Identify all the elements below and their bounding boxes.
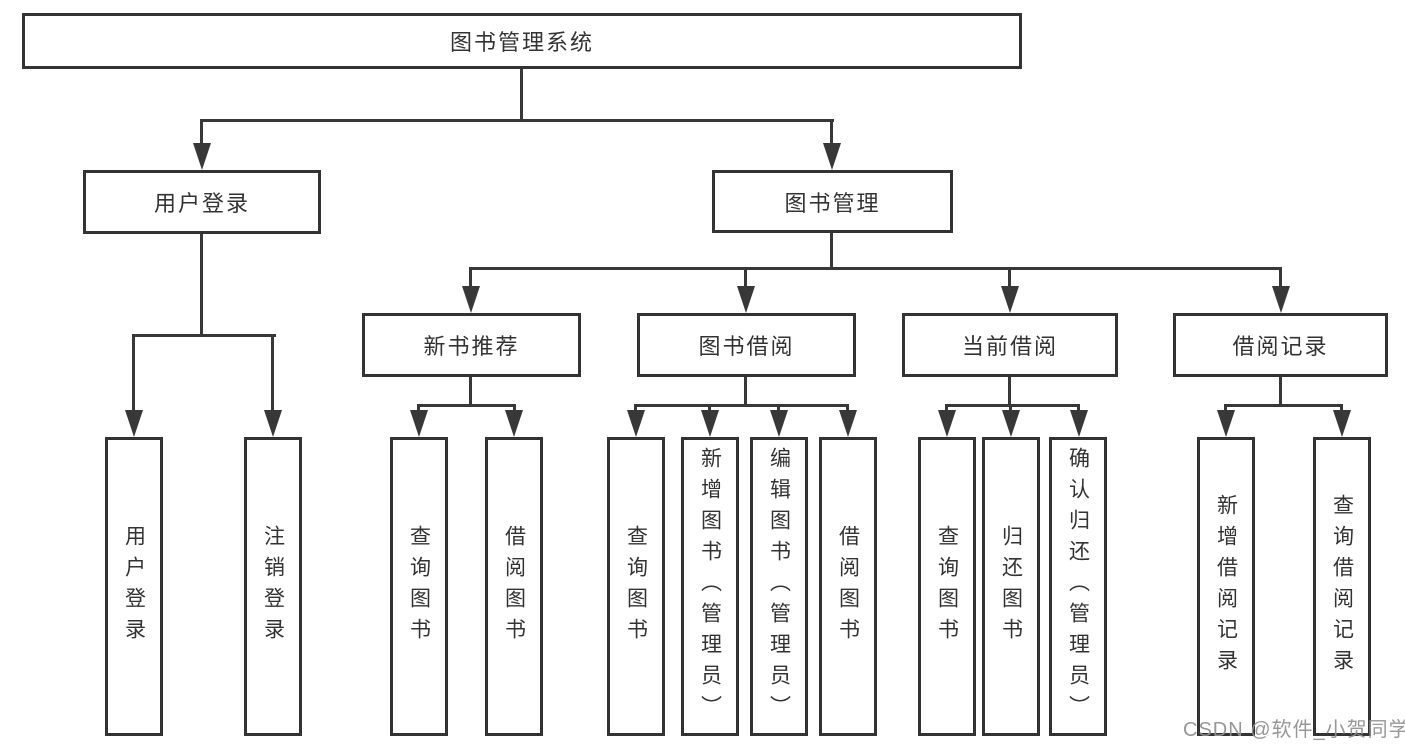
leaf-user-login: 用户登录 — [105, 437, 163, 736]
connector-line — [200, 119, 203, 146]
leaf-add-book-admin: 新增图书（管理员） — [681, 437, 739, 736]
connector-line — [417, 404, 420, 414]
arrow-down-icon — [264, 410, 282, 437]
connector-line — [132, 334, 135, 412]
node-label: 注销登录 — [261, 524, 285, 649]
connector-line — [520, 69, 523, 122]
leaf-borrow-books-borrowing: 借阅图书 — [819, 437, 877, 736]
arrow-down-icon — [1272, 286, 1290, 313]
arrow-down-icon — [938, 410, 956, 437]
connector-line — [846, 404, 849, 414]
node-label: 新增借阅记录 — [1214, 493, 1238, 680]
leaf-query-borrow-record: 查询借阅记录 — [1313, 437, 1371, 736]
connector-line — [1009, 404, 1012, 414]
connector-line — [945, 404, 948, 414]
arrow-down-icon — [839, 410, 857, 437]
node-user-login: 用户登录 — [83, 170, 321, 234]
node-label: 新书推荐 — [423, 334, 520, 359]
node-label: 查询图书 — [935, 524, 959, 649]
leaf-return-book: 归还图书 — [982, 437, 1040, 736]
node-new-book-recommend: 新书推荐 — [362, 313, 581, 377]
connector-line — [469, 267, 472, 289]
node-label: 图书管理 — [784, 190, 881, 216]
leaf-query-books-current: 查询图书 — [918, 437, 976, 736]
arrow-down-icon — [1333, 410, 1351, 437]
arrow-down-icon — [701, 410, 719, 437]
arrow-down-icon — [410, 410, 428, 437]
connector-line — [708, 404, 711, 414]
arrow-down-icon — [1070, 410, 1088, 437]
connector-line — [830, 233, 833, 270]
node-label: 图书管理系统 — [449, 30, 594, 55]
arrow-down-icon — [125, 410, 143, 437]
connector-line — [1008, 377, 1011, 406]
node-label: 借阅记录 — [1232, 334, 1329, 359]
connector-line — [1340, 404, 1343, 414]
arrow-down-icon — [627, 410, 645, 437]
node-label: 编辑图书（管理员） — [767, 447, 791, 726]
node-label: 用户登录 — [122, 524, 146, 649]
leaf-logout: 注销登录 — [244, 437, 302, 736]
connector-line — [200, 119, 834, 122]
connector-line — [1279, 377, 1282, 406]
connector-line — [830, 119, 833, 146]
connector-line — [1077, 404, 1080, 414]
connector-line — [634, 404, 849, 407]
arrow-down-icon — [505, 410, 523, 437]
watermark: CSDN @软件_小贺同学 — [1183, 719, 1405, 741]
leaf-query-books-borrowing: 查询图书 — [607, 437, 665, 736]
connector-line — [1008, 267, 1011, 289]
node-book-borrowing: 图书借阅 — [637, 313, 856, 377]
arrow-down-icon — [1002, 410, 1020, 437]
arrow-down-icon — [1001, 286, 1019, 313]
node-label: 借阅图书 — [502, 524, 526, 649]
node-label: 用户登录 — [153, 191, 250, 216]
leaf-borrow-books-recommend: 借阅图书 — [485, 437, 543, 736]
node-label: 借阅图书 — [836, 524, 860, 649]
arrow-down-icon — [1217, 410, 1235, 437]
leaf-query-books-recommend: 查询图书 — [390, 437, 448, 736]
connector-line — [634, 404, 637, 414]
connector-line — [271, 334, 274, 412]
connector-line — [132, 334, 276, 337]
connector-line — [1279, 267, 1282, 289]
node-label: 确认归还（管理员） — [1066, 447, 1090, 726]
connector-line — [945, 404, 1080, 407]
connector-line — [744, 377, 747, 406]
node-label: 查询图书 — [624, 524, 648, 649]
leaf-edit-book-admin: 编辑图书（管理员） — [750, 437, 808, 736]
node-library-management-system: 图书管理系统 — [22, 13, 1022, 69]
connector-line — [469, 377, 472, 406]
node-current-borrowing: 当前借阅 — [902, 313, 1118, 377]
node-label: 当前借阅 — [961, 334, 1058, 359]
node-label: 查询借阅记录 — [1330, 493, 1354, 680]
leaf-confirm-return-admin: 确认归还（管理员） — [1049, 437, 1107, 736]
node-book-management: 图书管理 — [712, 170, 953, 233]
arrow-down-icon — [737, 286, 755, 313]
connector-line — [777, 404, 780, 414]
connector-line — [200, 234, 203, 337]
connector-line — [744, 267, 747, 289]
arrow-down-icon — [193, 143, 211, 170]
connector-line — [1224, 404, 1227, 414]
leaf-add-borrow-record: 新增借阅记录 — [1197, 437, 1255, 736]
node-label: 查询图书 — [407, 524, 431, 649]
connector-line — [417, 404, 516, 407]
connector-line — [513, 404, 516, 414]
node-label: 新增图书（管理员） — [698, 447, 722, 726]
node-label: 图书借阅 — [698, 334, 795, 359]
arrow-down-icon — [462, 286, 480, 313]
arrow-down-icon — [823, 143, 841, 170]
node-label: 归还图书 — [999, 524, 1023, 649]
connector-line — [1224, 404, 1343, 407]
arrow-down-icon — [770, 410, 788, 437]
node-borrowing-records: 借阅记录 — [1173, 313, 1388, 377]
connector-line — [469, 267, 1282, 270]
